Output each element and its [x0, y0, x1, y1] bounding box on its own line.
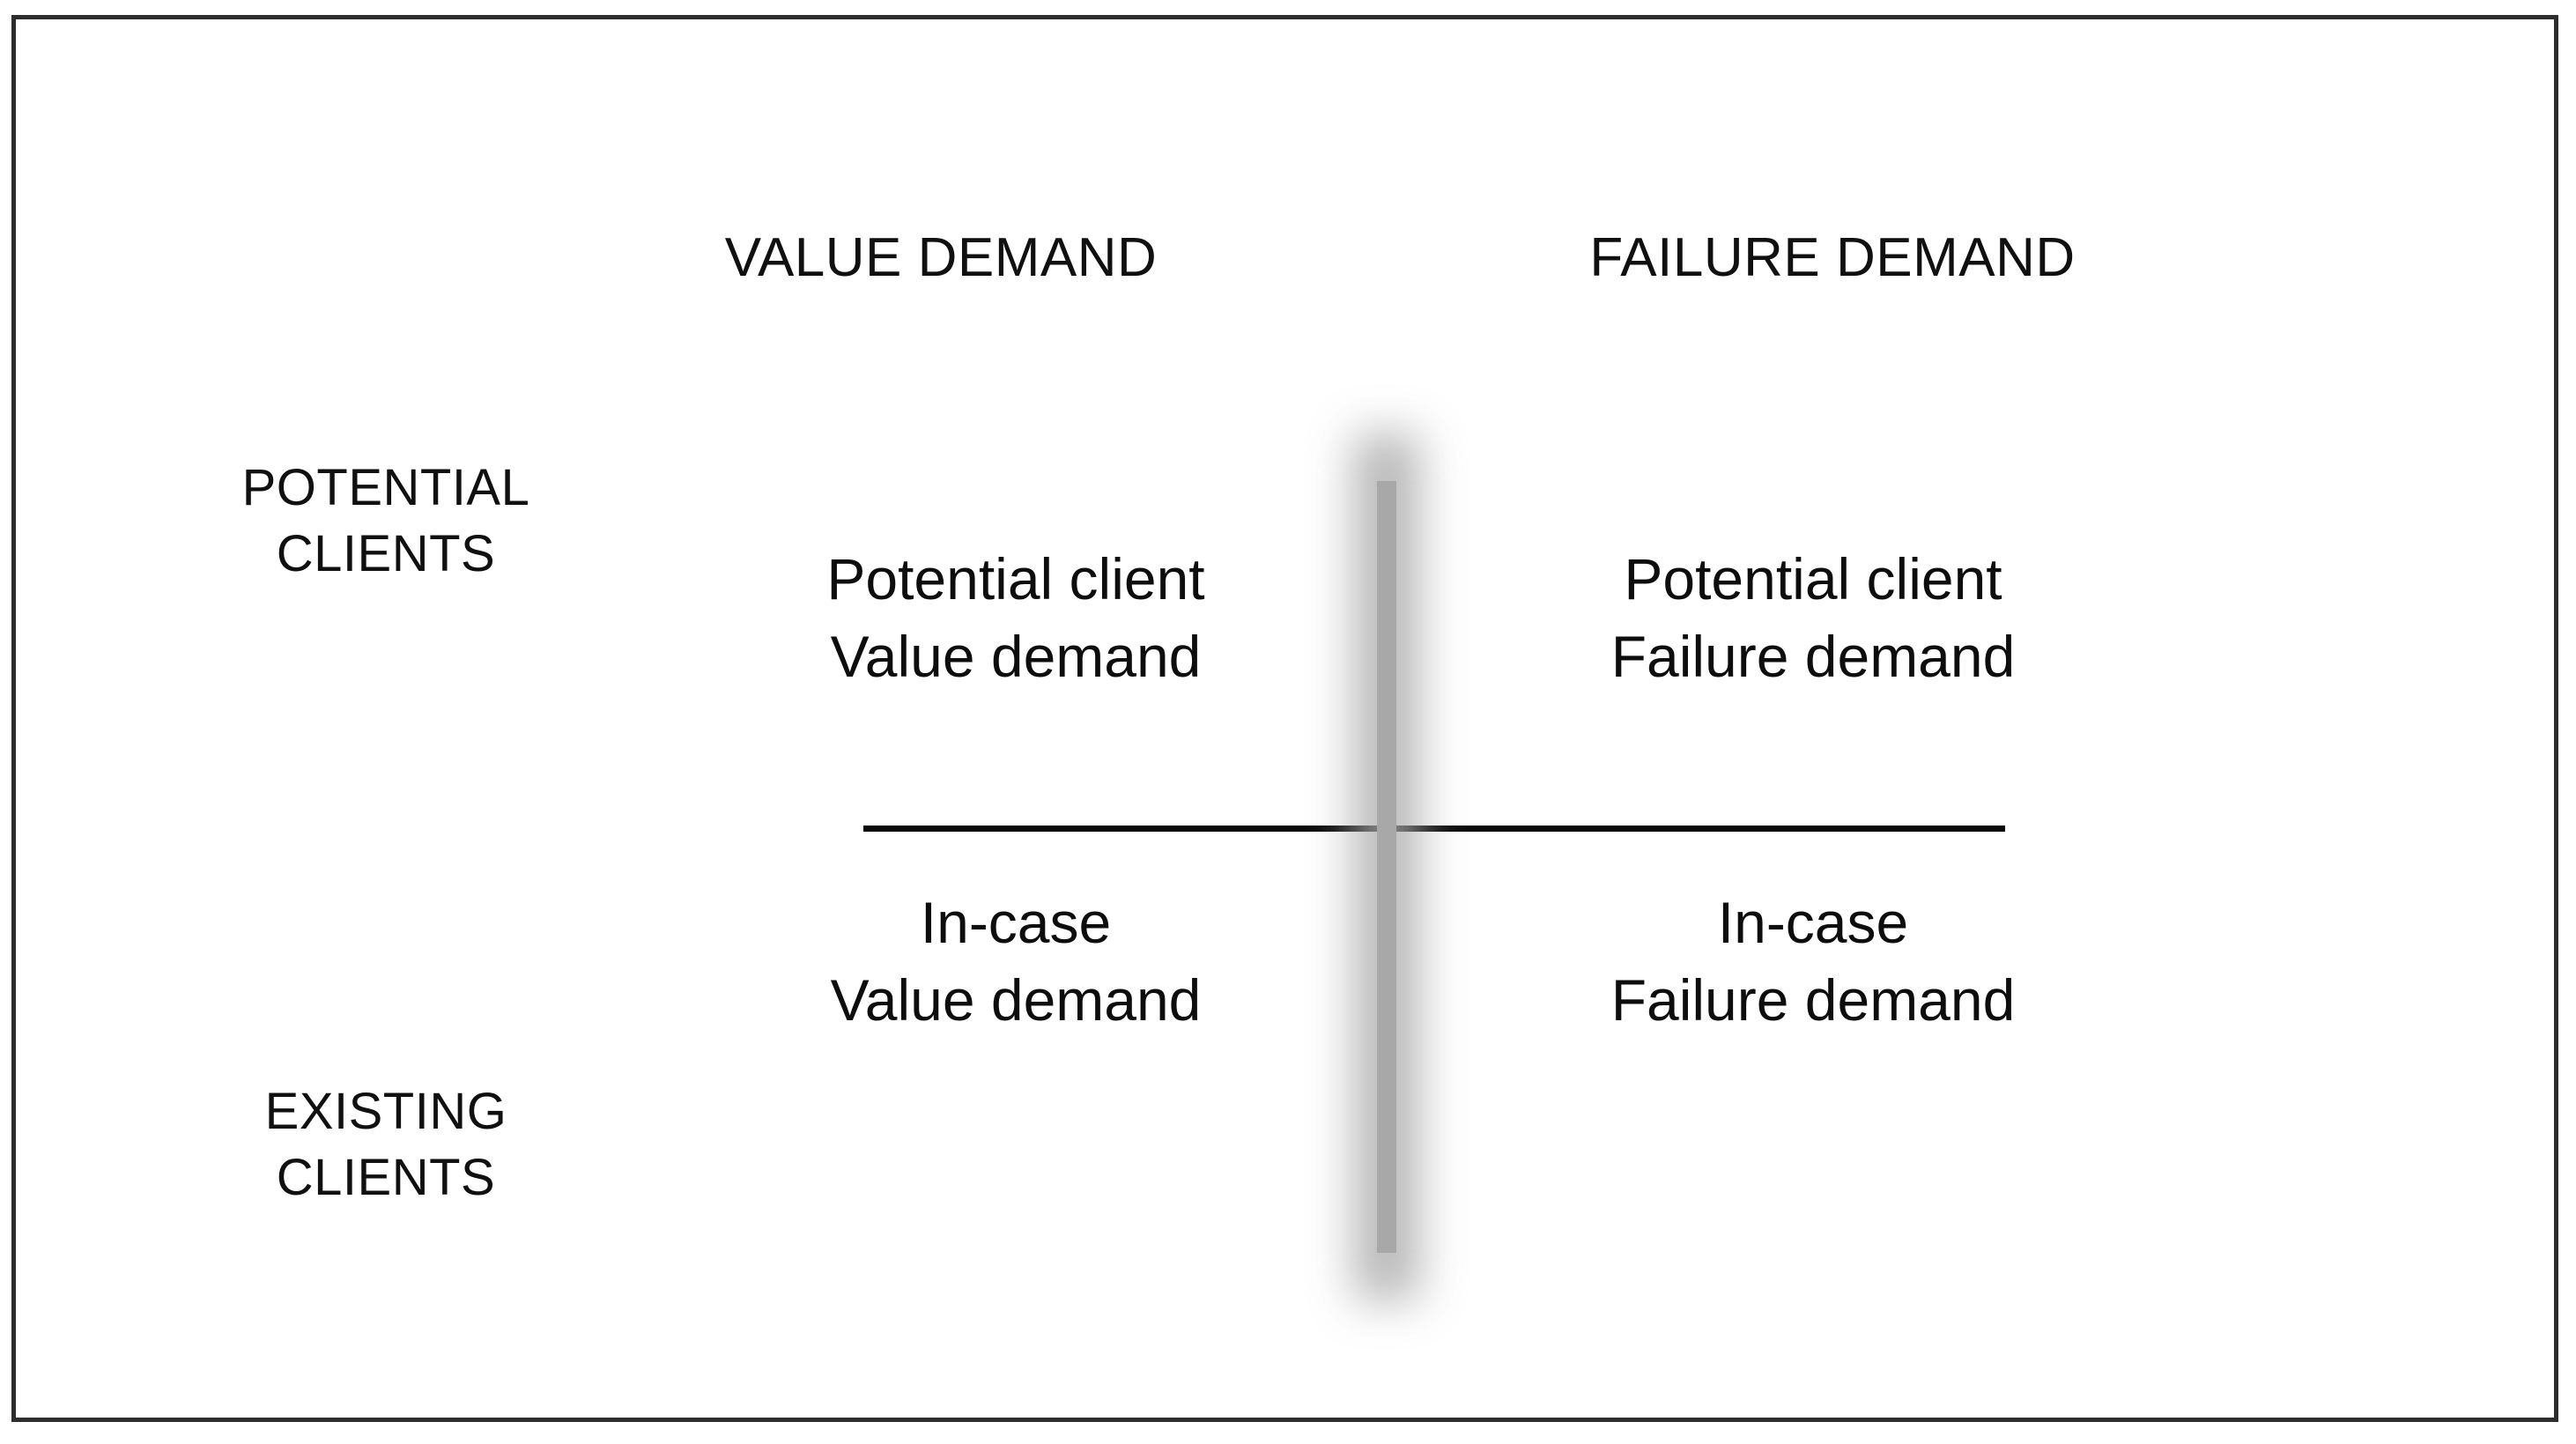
- quadrant-incase-value: In-case Value demand: [681, 885, 1351, 1040]
- row-label-potential-clients-line2: CLIENTS: [276, 525, 496, 583]
- vertical-divider-core: [1377, 481, 1396, 1253]
- row-label-existing-clients-line1: EXISTING: [264, 1083, 507, 1140]
- quadrant-incase-failure-line1: In-case: [1717, 890, 1909, 955]
- quadrant-potential-failure: Potential client Failure demand: [1478, 541, 2148, 696]
- column-header-failure-demand: FAILURE DEMAND: [1589, 227, 2076, 288]
- quadrant-potential-failure-line1: Potential client: [1624, 546, 2002, 611]
- quadrant-potential-value: Potential client Value demand: [681, 541, 1351, 696]
- quadrant-potential-value-line1: Potential client: [826, 546, 1205, 611]
- horizontal-divider-line: [863, 826, 2005, 832]
- figure-border: VALUE DEMAND FAILURE DEMAND POTENTIAL CL…: [11, 15, 2558, 1422]
- row-label-potential-clients-line1: POTENTIAL: [241, 459, 530, 516]
- row-label-existing-clients: EXISTING CLIENTS: [113, 1078, 659, 1211]
- column-header-value-demand: VALUE DEMAND: [724, 227, 1158, 288]
- quadrant-incase-value-line1: In-case: [920, 890, 1112, 955]
- quadrant-incase-value-line2: Value demand: [830, 966, 1202, 1033]
- quadrant-incase-failure-line2: Failure demand: [1610, 966, 2016, 1033]
- row-label-existing-clients-line2: CLIENTS: [276, 1149, 496, 1207]
- quadrant-potential-failure-line2: Failure demand: [1610, 623, 2016, 689]
- row-label-potential-clients: POTENTIAL CLIENTS: [113, 455, 659, 588]
- quadrant-incase-failure: In-case Failure demand: [1478, 885, 2148, 1040]
- quadrant-potential-value-line2: Value demand: [830, 623, 1202, 689]
- vertical-divider-bar: [1354, 433, 1419, 1300]
